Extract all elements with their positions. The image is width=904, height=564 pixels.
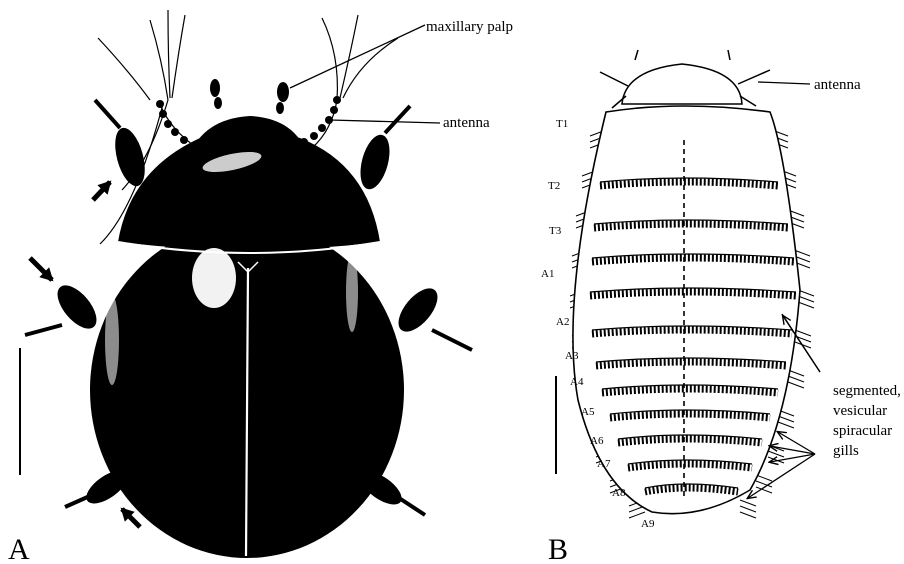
label-gills-2: vesicular xyxy=(833,403,887,419)
seta xyxy=(740,512,756,518)
label-antenna-larva: antenna xyxy=(814,77,861,93)
label-antenna-adult: antenna xyxy=(443,115,490,131)
seta xyxy=(788,376,804,382)
label-gills-1: segmented, xyxy=(833,383,901,399)
panel-a-leaders xyxy=(290,25,440,123)
label-gills-3: spiracular xyxy=(833,423,892,439)
adult-beetle xyxy=(20,10,472,558)
segment-band xyxy=(610,414,770,418)
seta xyxy=(756,475,772,481)
panel-letter-b: B xyxy=(548,533,568,564)
seta xyxy=(798,296,814,302)
seg-label-t3: T3 xyxy=(549,225,562,237)
seta xyxy=(788,382,804,388)
seg-label-a3: A3 xyxy=(565,350,579,362)
seta xyxy=(740,500,756,506)
seg-label-a8: A8 xyxy=(612,487,626,499)
seg-label-a9: A9 xyxy=(641,518,655,530)
seta xyxy=(768,451,784,457)
seg-label-t2: T2 xyxy=(548,180,560,192)
seg-label-a2: A2 xyxy=(556,316,569,328)
seg-label-a6: A6 xyxy=(590,435,604,447)
seta xyxy=(740,506,756,512)
segment-band xyxy=(594,224,788,228)
seta xyxy=(795,330,811,336)
maxillary-palps xyxy=(210,79,289,114)
seg-label-a1: A1 xyxy=(541,268,554,280)
label-maxillary-palp: maxillary palp xyxy=(426,19,513,35)
seg-label-a7: A7 xyxy=(597,458,611,470)
seg-label-t1: T1 xyxy=(556,118,568,130)
seg-label-a4: A4 xyxy=(570,376,584,388)
label-gills-4: gills xyxy=(833,443,859,459)
seta xyxy=(778,416,794,422)
seg-label-a5: A5 xyxy=(581,406,595,418)
larva-head xyxy=(622,64,742,104)
seta xyxy=(778,422,794,428)
seta xyxy=(798,302,814,308)
panel-letter-a: A xyxy=(8,533,30,564)
larva-body xyxy=(573,106,800,514)
